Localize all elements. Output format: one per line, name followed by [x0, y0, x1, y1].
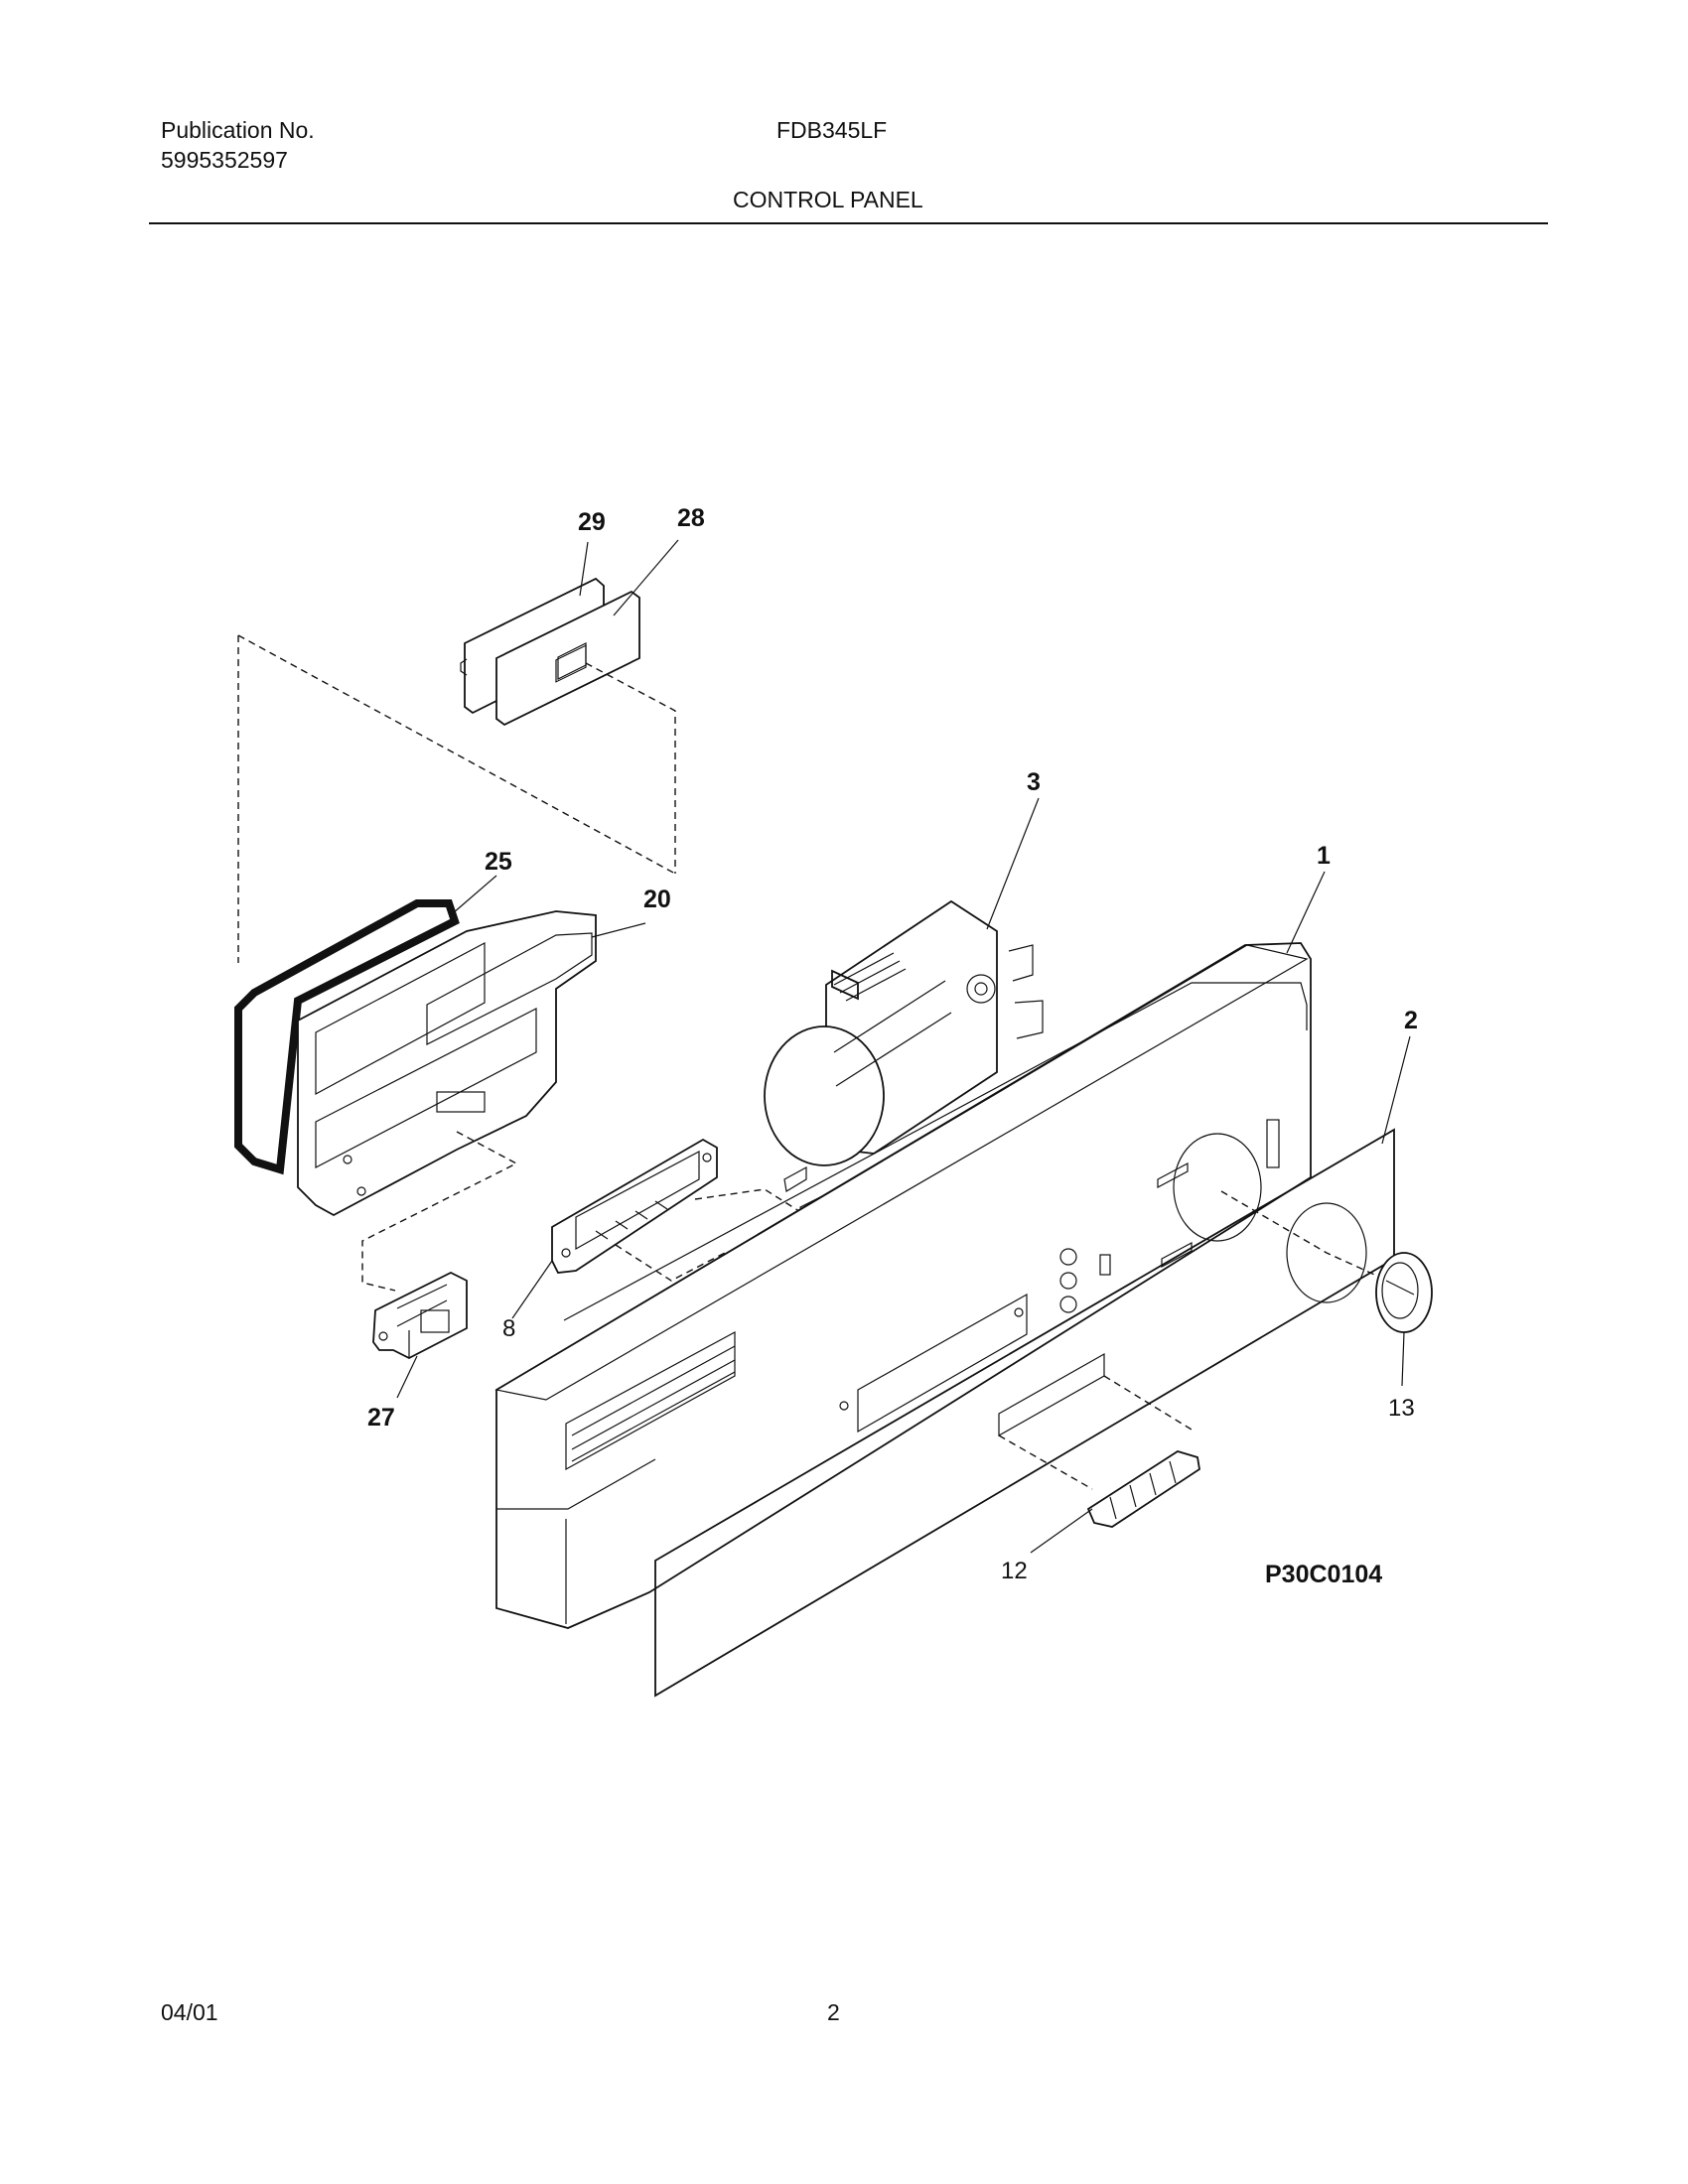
part-27-switch — [372, 1271, 468, 1360]
callout-28: 28 — [677, 504, 705, 532]
alignment-guide-buttons — [998, 1375, 1193, 1490]
callout-12: 12 — [1001, 1558, 1028, 1584]
callout-20: 20 — [643, 886, 671, 913]
part-20-dispenser-housing — [297, 910, 597, 1217]
part-25-gasket — [234, 899, 460, 1175]
publication-label: Publication No. — [161, 117, 315, 143]
publication-number: 5995352597 — [161, 147, 288, 173]
callout-2: 2 — [1404, 1007, 1418, 1034]
callout-3: 3 — [1027, 768, 1041, 796]
alignment-guide-lower — [361, 1131, 518, 1292]
page-number: 2 — [827, 1999, 840, 2025]
alignment-guide-knob — [1220, 1190, 1393, 1284]
alignment-guide-switch — [615, 1188, 803, 1282]
section-title: CONTROL PANEL — [733, 187, 923, 212]
footer-date: 04/01 — [161, 1999, 218, 2025]
model-number: FDB345LF — [776, 117, 888, 143]
drawing-code: P30C0104 — [1265, 1561, 1382, 1588]
callout-27: 27 — [367, 1404, 395, 1432]
callout-25: 25 — [485, 848, 512, 876]
part-28-bracket-plate — [495, 590, 640, 727]
part-8-selector-switch — [551, 1138, 718, 1274]
part-13-knob — [1375, 1252, 1433, 1333]
alignment-guide-upper — [237, 634, 676, 963]
header-rule — [149, 222, 1548, 224]
callout-1: 1 — [1317, 842, 1331, 870]
callout-29: 29 — [578, 508, 606, 536]
part-12-button-set — [1086, 1450, 1200, 1528]
callout-leaders — [396, 539, 1411, 1554]
callout-13: 13 — [1388, 1395, 1415, 1422]
part-3-timer — [764, 899, 1044, 1220]
callout-8: 8 — [502, 1315, 515, 1342]
